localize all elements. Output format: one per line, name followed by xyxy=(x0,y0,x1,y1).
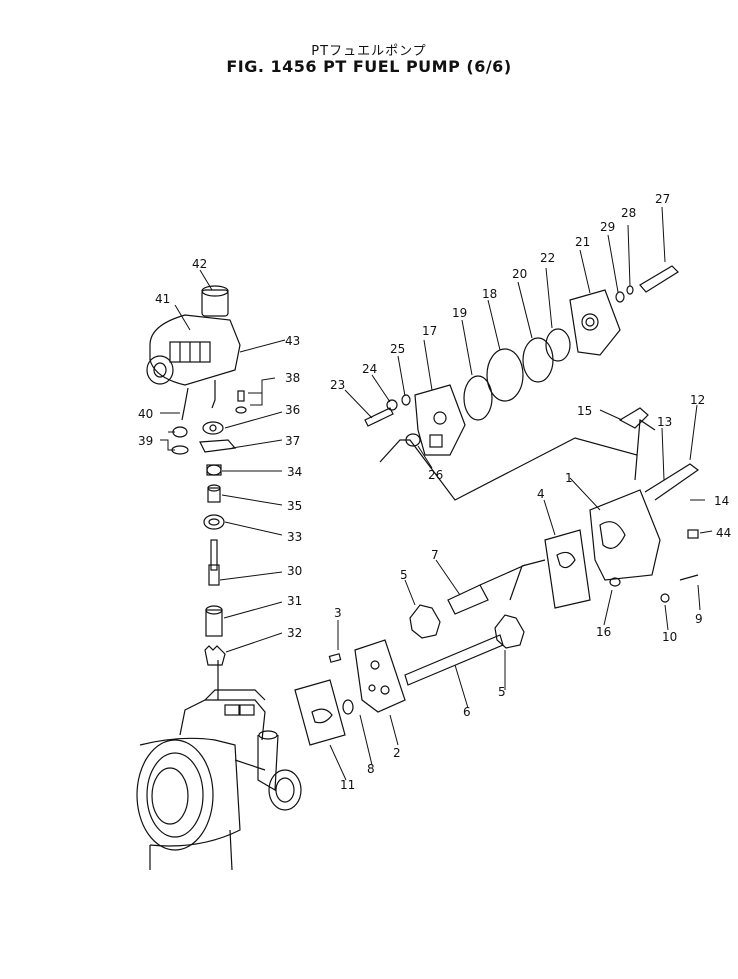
callout-23: 23 xyxy=(330,378,345,392)
callout-27: 27 xyxy=(655,192,670,206)
figure-title: FIG. 1456 PT FUEL PUMP (6/6) xyxy=(226,57,512,76)
callout-38: 38 xyxy=(285,371,300,385)
solenoid-assembly-drawing xyxy=(146,285,241,421)
callout-36: 36 xyxy=(285,403,300,417)
callout-42: 42 xyxy=(192,257,207,271)
callout-44: 44 xyxy=(716,526,731,540)
callout-39: 39 xyxy=(138,434,153,448)
callout-32: 32 xyxy=(287,626,302,640)
callout-43: 43 xyxy=(285,334,300,348)
callout-8: 8 xyxy=(367,762,375,776)
callout-26: 26 xyxy=(428,468,443,482)
callout-41: 41 xyxy=(155,292,170,306)
callout-29: 29 xyxy=(600,220,615,234)
figure-title-japanese: PTフュエルポンプ xyxy=(311,44,427,59)
callout-35: 35 xyxy=(287,499,302,513)
callout-10: 10 xyxy=(662,630,677,644)
callout-22: 22 xyxy=(540,251,555,265)
callout-31: 31 xyxy=(287,594,302,608)
callout-1: 1 xyxy=(565,471,573,485)
callout-21: 21 xyxy=(575,235,590,249)
callout-9: 9 xyxy=(695,612,703,626)
callout-28: 28 xyxy=(621,206,636,220)
rear-cover-drawing xyxy=(364,265,679,501)
callout-13: 13 xyxy=(657,415,672,429)
callout-33: 33 xyxy=(287,530,302,544)
callout-19: 19 xyxy=(452,306,467,320)
pump-housing-drawing xyxy=(136,660,302,871)
callout-12: 12 xyxy=(690,393,705,407)
callout-17: 17 xyxy=(422,324,437,338)
callout-16: 16 xyxy=(596,625,611,639)
leader-lines xyxy=(160,206,713,781)
small-parts-drawing xyxy=(171,390,247,455)
callout-20: 20 xyxy=(512,267,527,281)
callout-3: 3 xyxy=(334,606,342,620)
callout-25: 25 xyxy=(390,342,405,356)
callout-5a: 5 xyxy=(400,568,408,582)
callout-24: 24 xyxy=(362,362,377,376)
callout-40: 40 xyxy=(138,407,153,421)
callout-34: 34 xyxy=(287,465,302,479)
callout-labels: 42 41 43 38 36 37 40 39 34 35 33 30 31 3… xyxy=(138,192,731,792)
callout-6: 6 xyxy=(463,705,471,719)
drive-stack-drawing xyxy=(203,464,226,666)
callout-4: 4 xyxy=(537,487,545,501)
callout-5b: 5 xyxy=(498,685,506,699)
callout-2: 2 xyxy=(393,746,401,760)
callout-15: 15 xyxy=(577,404,592,418)
callout-14: 14 xyxy=(714,494,729,508)
callout-30: 30 xyxy=(287,564,302,578)
callout-7: 7 xyxy=(431,548,439,562)
callout-37: 37 xyxy=(285,434,300,448)
gear-pump-drawing xyxy=(294,407,700,746)
callout-18: 18 xyxy=(482,287,497,301)
callout-11: 11 xyxy=(340,778,355,792)
